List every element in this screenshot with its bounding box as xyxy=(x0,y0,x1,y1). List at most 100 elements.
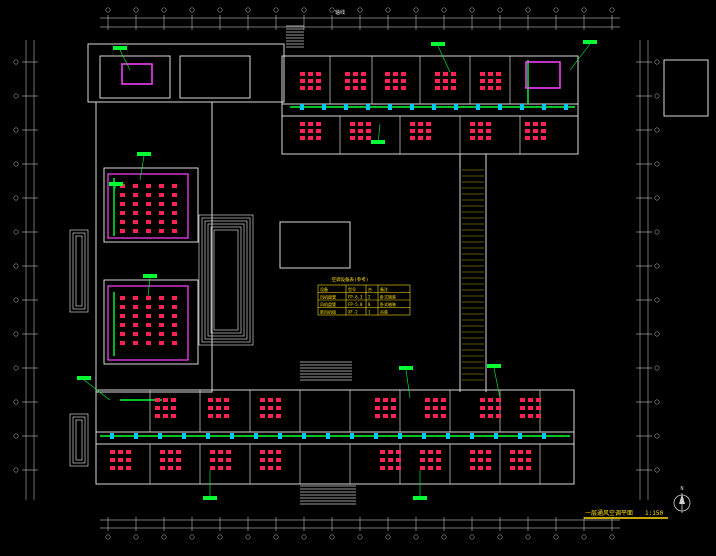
axis-bubble xyxy=(385,7,391,13)
fan-coil-unit xyxy=(276,450,281,454)
diffuser xyxy=(494,433,498,439)
fan-coil-unit xyxy=(420,466,425,470)
fan-coil-unit xyxy=(410,122,415,126)
axis-bubble xyxy=(273,534,279,540)
fan-coil-unit xyxy=(358,136,363,140)
fan-coil-unit xyxy=(428,466,433,470)
fan-coil-unit xyxy=(146,314,151,318)
fan-coil-unit xyxy=(160,458,165,462)
diffuser xyxy=(398,433,402,439)
fan-coil-unit xyxy=(176,450,181,454)
fan-coil-unit xyxy=(210,450,215,454)
annotation-leader xyxy=(139,155,145,181)
fan-coil-unit xyxy=(155,406,160,410)
axis-bubble xyxy=(385,534,391,540)
fan-coil-unit xyxy=(133,202,138,206)
fan-coil-unit xyxy=(478,450,483,454)
fan-coil-unit xyxy=(133,193,138,197)
fan-coil-unit xyxy=(396,466,401,470)
fan-coil-unit xyxy=(133,323,138,327)
fan-coil-unit xyxy=(510,450,515,454)
fan-coil-unit xyxy=(441,414,446,418)
fan-coil-unit xyxy=(226,466,231,470)
legend-cell: 卧式暗装 xyxy=(380,294,396,300)
fan-coil-unit xyxy=(300,122,305,126)
fan-coil-unit xyxy=(486,466,491,470)
fan-coil-unit xyxy=(380,458,385,462)
axis-bubble xyxy=(245,534,251,540)
diffuser xyxy=(182,433,186,439)
fan-coil-unit xyxy=(268,398,273,402)
axis-bubble xyxy=(654,93,660,99)
axis-bubble xyxy=(654,263,660,269)
diffuser xyxy=(388,104,392,110)
fan-coil-unit xyxy=(218,450,223,454)
fan-coil-unit xyxy=(172,341,177,345)
fan-coil-unit xyxy=(120,229,125,233)
fan-coil-unit xyxy=(533,129,538,133)
fan-coil-unit xyxy=(172,305,177,309)
fan-coil-unit xyxy=(146,341,151,345)
fan-coil-unit xyxy=(300,79,305,83)
stair-hatches xyxy=(69,25,356,505)
diffuser xyxy=(350,433,354,439)
fan-coil-unit xyxy=(385,86,390,90)
fan-coil-unit xyxy=(159,202,164,206)
diffuser xyxy=(344,104,348,110)
axis-bubble xyxy=(441,7,447,13)
fan-coil-unit xyxy=(163,406,168,410)
axis-bubble xyxy=(357,534,363,540)
legend-cell: 设备 xyxy=(320,286,328,292)
fan-coil-unit xyxy=(451,79,456,83)
fan-coil-unit xyxy=(268,414,273,418)
fan-coil-unit xyxy=(496,86,501,90)
axis-bubble xyxy=(469,534,475,540)
fan-coil-unit xyxy=(308,72,313,76)
fan-coil-unit xyxy=(133,211,138,215)
fan-coil-unit xyxy=(159,341,164,345)
annotation-leader xyxy=(113,185,117,191)
fan-coil-unit xyxy=(536,398,541,402)
fan-coil-unit xyxy=(451,72,456,76)
top-axis-label: 轴线 xyxy=(335,9,345,16)
fan-coil-unit xyxy=(441,406,446,410)
fan-coil-unit xyxy=(176,466,181,470)
legend-cell: 台 xyxy=(368,286,372,292)
fan-coil-unit xyxy=(118,466,123,470)
drawing-scale: 1:150 xyxy=(645,510,663,517)
fan-coil-unit xyxy=(308,122,313,126)
fan-coil-unit xyxy=(159,193,164,197)
diffuser xyxy=(374,433,378,439)
annotation-leader xyxy=(405,369,411,399)
axis-bubble xyxy=(273,7,279,13)
annotation-tag xyxy=(413,496,427,500)
axis-bubble xyxy=(329,7,335,13)
fan-coil-unit xyxy=(353,72,358,76)
fan-coil-unit xyxy=(308,86,313,90)
fan-coil-unit xyxy=(541,129,546,133)
diffuser xyxy=(422,433,426,439)
fan-coil-unit xyxy=(433,414,438,418)
fan-coil-unit xyxy=(120,211,125,215)
fan-coil-unit xyxy=(120,296,125,300)
annotation-tag xyxy=(77,376,91,380)
diffuser xyxy=(470,433,474,439)
fan-coil-unit xyxy=(300,72,305,76)
fan-coil-unit xyxy=(361,86,366,90)
fan-coil-unit xyxy=(488,79,493,83)
fan-coil-unit xyxy=(361,72,366,76)
fan-coil-unit xyxy=(176,458,181,462)
fan-coil-unit xyxy=(260,398,265,402)
annotation-leader xyxy=(119,49,131,71)
north-arrow: N xyxy=(673,486,691,513)
north-arrow-label: N xyxy=(680,486,683,492)
fan-coil-unit xyxy=(133,184,138,188)
fan-coil-unit xyxy=(163,398,168,402)
annotation-tag xyxy=(143,274,157,278)
fan-coil-unit xyxy=(308,129,313,133)
fan-coil-unit xyxy=(120,332,125,336)
fan-coil-unit xyxy=(208,406,213,410)
annotation-tag xyxy=(203,496,217,500)
fan-coil-unit xyxy=(375,406,380,410)
